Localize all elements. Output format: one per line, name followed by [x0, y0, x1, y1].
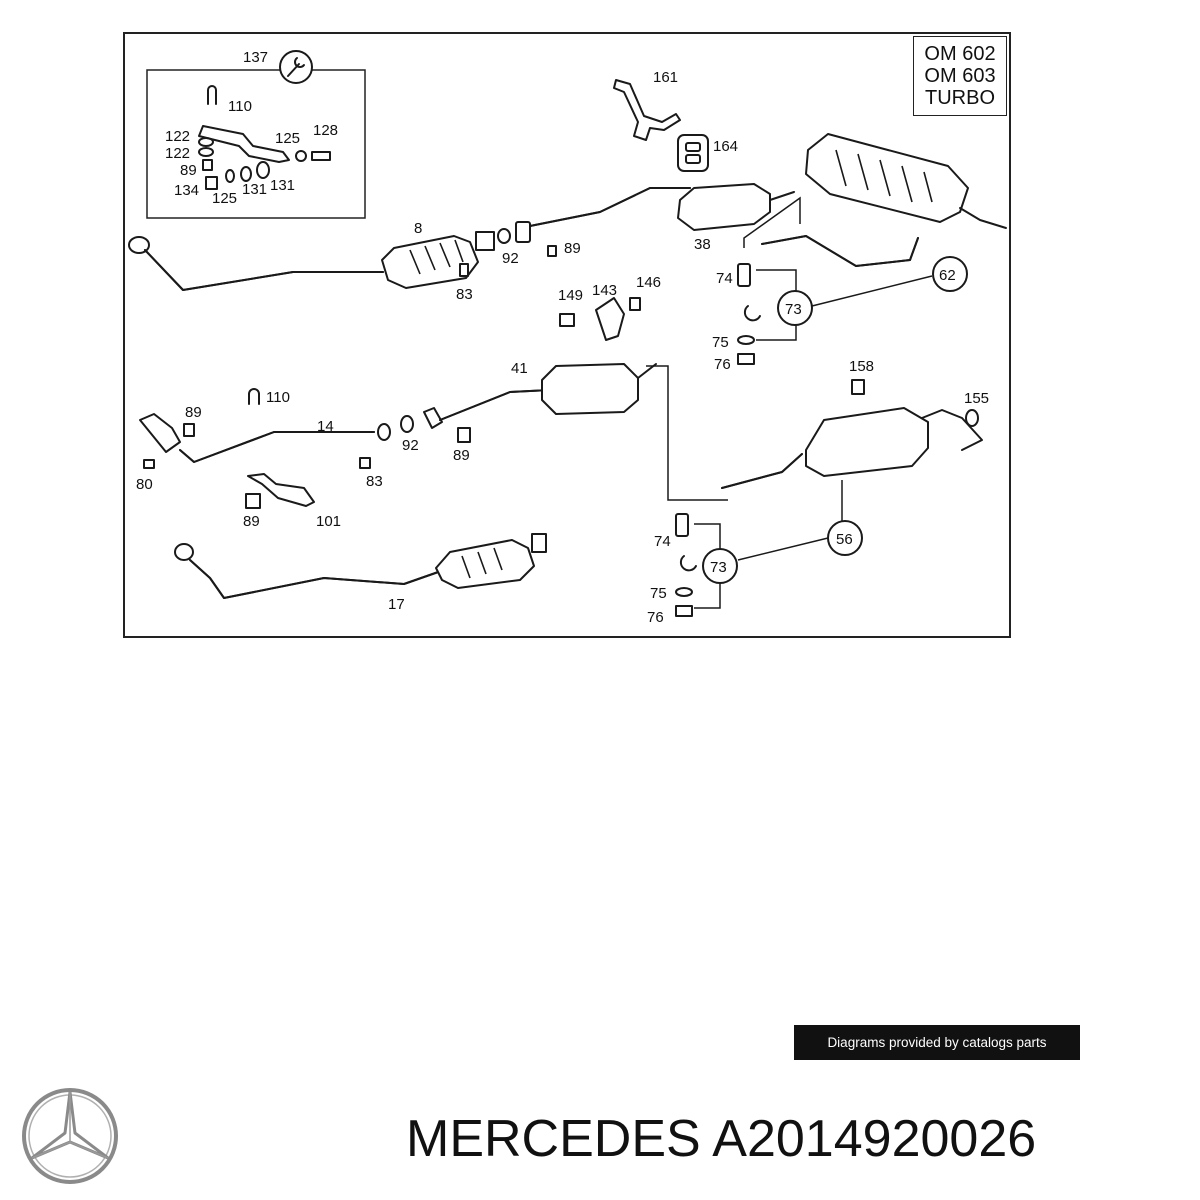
- exhaust-system-diagram: [123, 32, 1011, 638]
- callout-89: 89: [243, 513, 260, 530]
- callout-8: 8: [414, 220, 422, 237]
- callout-137: 137: [243, 49, 268, 66]
- pipe-14: [139, 388, 391, 469]
- bracket-101: [245, 473, 315, 509]
- callout-110: 110: [266, 389, 290, 406]
- callout-41: 41: [511, 360, 528, 377]
- callout-146: 146: [636, 274, 661, 291]
- callout-149: 149: [558, 287, 583, 304]
- callout-134: 134: [174, 182, 199, 199]
- front-pipe-with-catalyst-17: [174, 533, 547, 599]
- callout-125: 125: [275, 130, 300, 147]
- callout-56: 56: [836, 531, 853, 548]
- engine-variant-1: OM 602: [924, 43, 996, 65]
- rear-silencer-62: [761, 133, 1007, 267]
- engine-variant-2: OM 603: [924, 65, 996, 87]
- callout-89: 89: [453, 447, 470, 464]
- product-title: MERCEDES A2014920026: [406, 1110, 1037, 1168]
- callout-17: 17: [388, 596, 405, 613]
- callout-92: 92: [402, 437, 419, 454]
- engine-variant-box: OM 602 OM 603 TURBO: [913, 36, 1007, 116]
- callout-89: 89: [180, 162, 197, 179]
- callout-89: 89: [564, 240, 581, 257]
- callout-73: 73: [785, 301, 802, 318]
- mercedes-star-logo: [22, 1088, 118, 1184]
- inset-parts: [198, 85, 331, 190]
- callout-131: 131: [270, 177, 295, 194]
- clamp-kit-73-bottom: [675, 513, 829, 617]
- callout-76: 76: [647, 609, 664, 626]
- callout-122: 122: [165, 145, 190, 162]
- bracket-161: [613, 79, 681, 141]
- diagram-credit-banner: Diagrams provided by catalogs parts: [794, 1025, 1080, 1060]
- callout-14: 14: [317, 418, 334, 435]
- callout-62: 62: [939, 267, 956, 284]
- callout-circle-62: [932, 256, 968, 292]
- callout-158: 158: [849, 358, 874, 375]
- callout-155: 155: [964, 390, 989, 407]
- callout-83: 83: [366, 473, 383, 490]
- callout-74: 74: [654, 533, 671, 550]
- intermediate-pipe-38: [497, 183, 795, 257]
- callout-131: 131: [242, 181, 267, 198]
- callout-161: 161: [653, 69, 678, 86]
- callout-80: 80: [136, 476, 153, 493]
- callout-74: 74: [716, 270, 733, 287]
- diagram-drawing: 137 110 122 122 125 128 89 134 125 131 1…: [128, 49, 1007, 626]
- rubber-mount-143: [559, 297, 641, 341]
- center-silencer-41: [400, 363, 728, 501]
- callout-73: 73: [710, 559, 727, 576]
- callout-circle-73-top: [777, 290, 813, 326]
- callout-83: 83: [456, 286, 473, 303]
- callout-164: 164: [713, 138, 738, 155]
- callout-38: 38: [694, 236, 711, 253]
- callout-125: 125: [212, 190, 237, 207]
- callout-circle-56: [827, 520, 863, 556]
- callout-101: 101: [316, 513, 341, 530]
- callout-75: 75: [712, 334, 729, 351]
- clamp-kit-73-top: [737, 196, 933, 365]
- wrench-icon: [279, 50, 313, 84]
- callout-122: 122: [165, 128, 190, 145]
- hardware-kit-inset: [146, 69, 366, 219]
- callout-92: 92: [502, 250, 519, 267]
- callout-75: 75: [650, 585, 667, 602]
- callout-76: 76: [714, 356, 731, 373]
- engine-variant-3: TURBO: [925, 87, 995, 109]
- callout-89: 89: [185, 404, 202, 421]
- callout-143: 143: [592, 282, 617, 299]
- front-pipe-with-catalyst-8: [128, 231, 495, 291]
- callout-circle-73-bottom: [702, 548, 738, 584]
- callout-128: 128: [313, 122, 338, 139]
- callout-110: 110: [228, 98, 252, 115]
- rubber-hanger-164: [677, 134, 709, 172]
- rear-silencer-56: [721, 379, 983, 522]
